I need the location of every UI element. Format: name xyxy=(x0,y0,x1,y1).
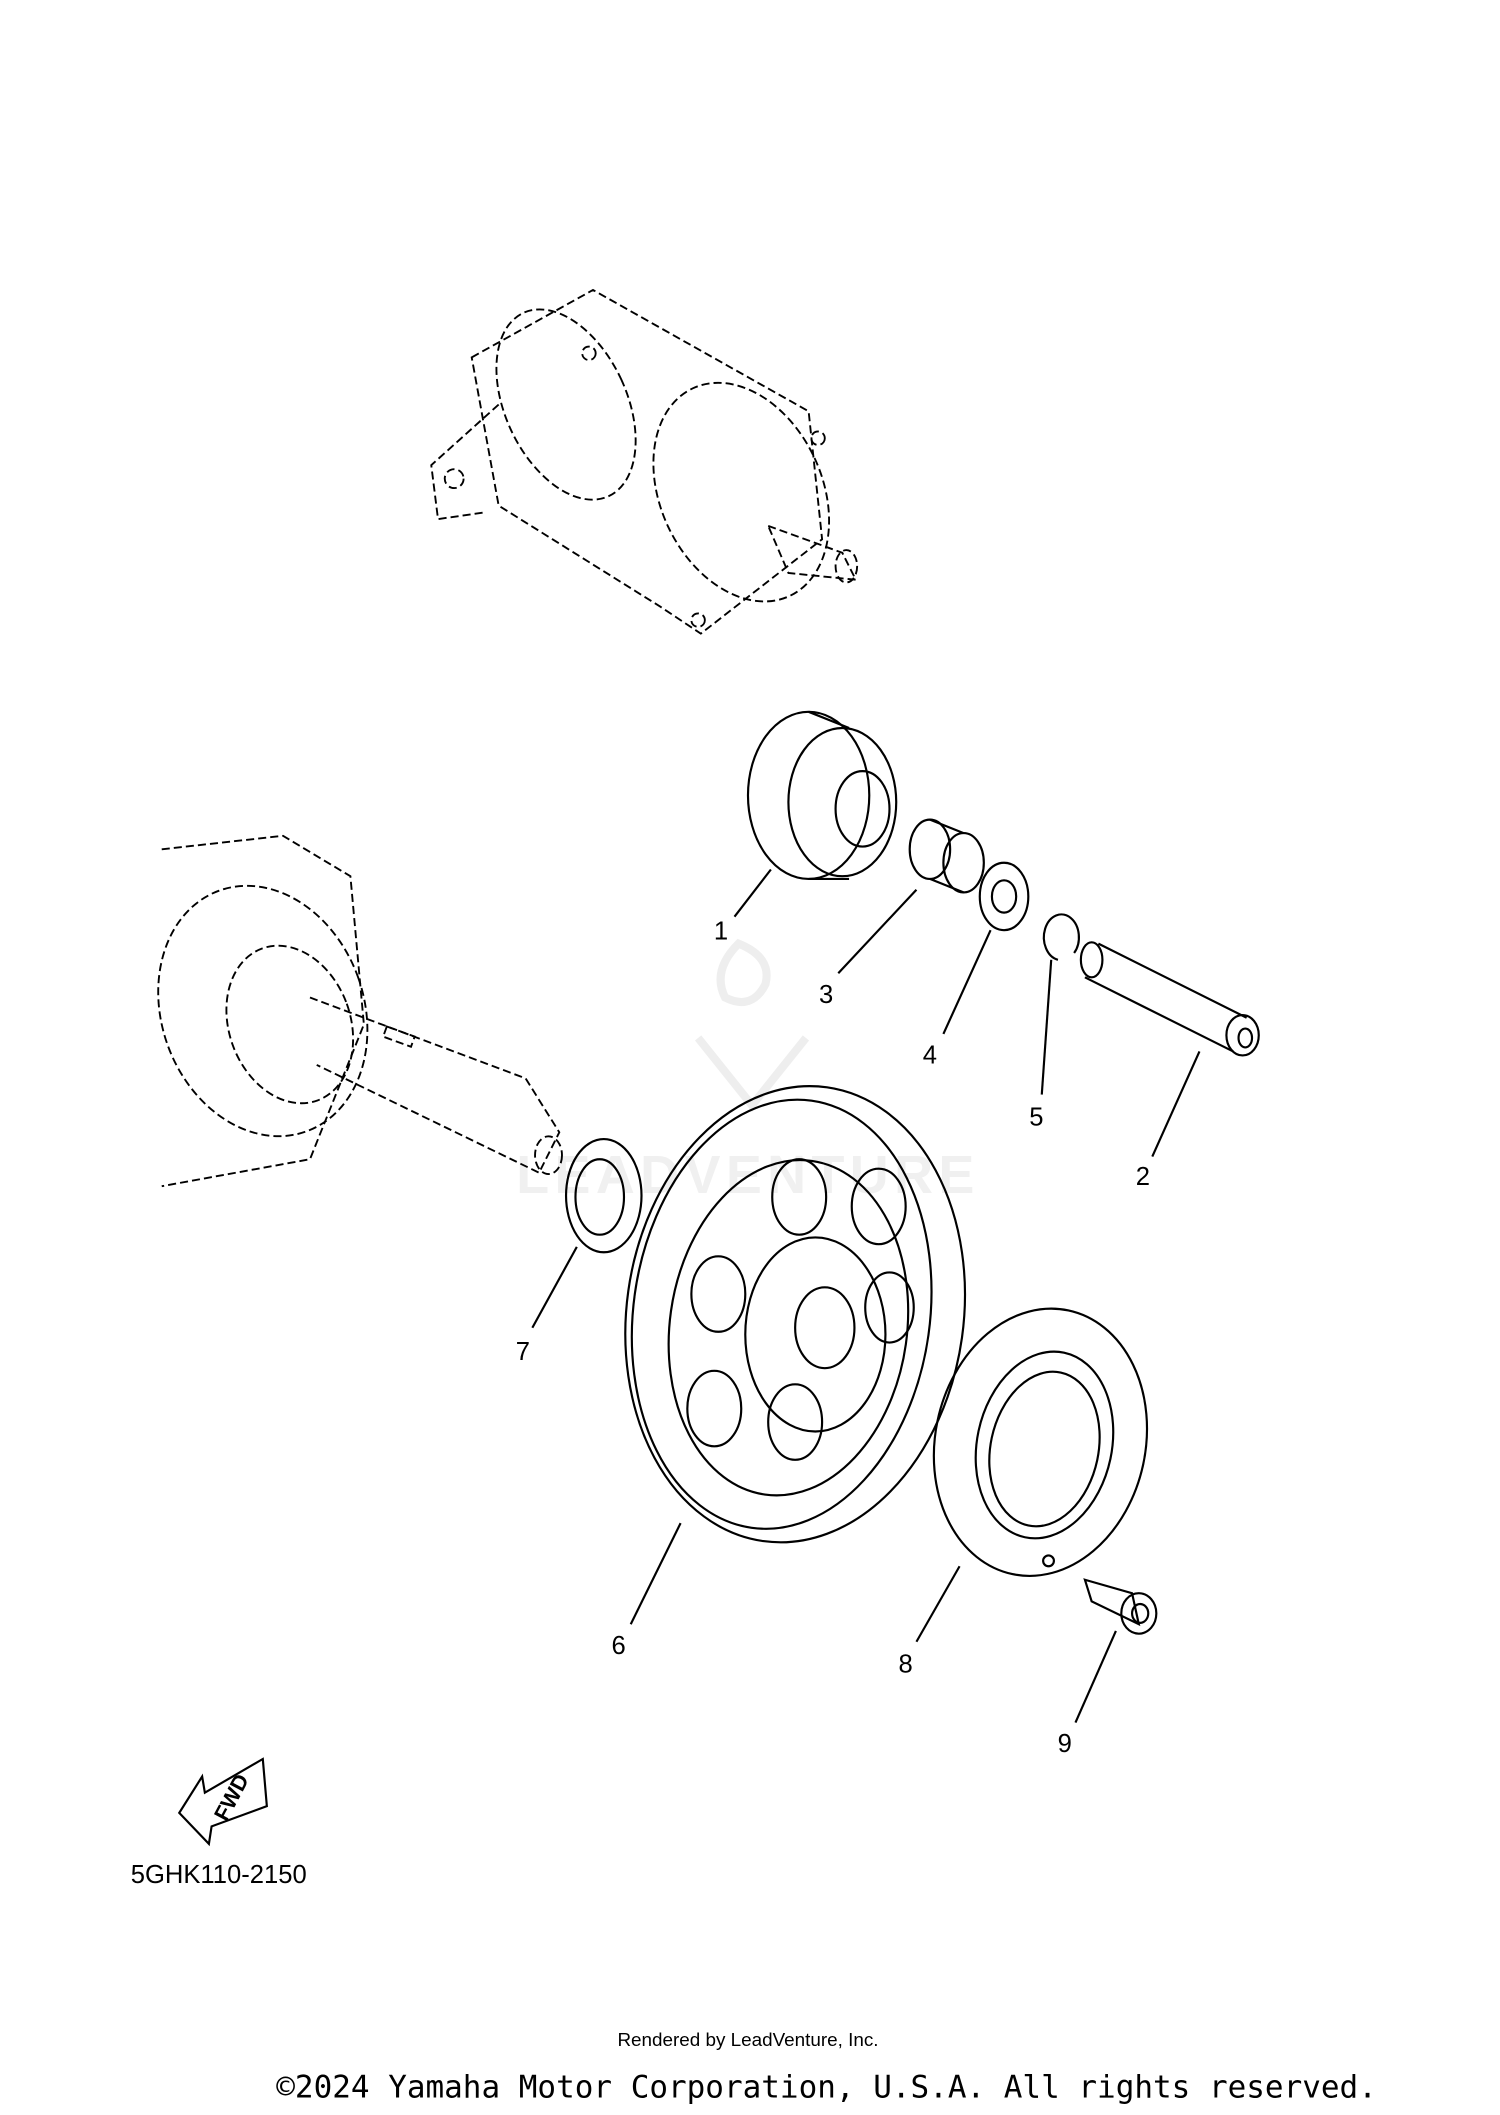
crankshaft xyxy=(157,834,563,1188)
part-2-shaft xyxy=(1079,941,1260,1057)
starter-motor xyxy=(430,288,859,635)
callout-8: 8 xyxy=(899,1651,913,1679)
callout-2: 2 xyxy=(1136,1163,1150,1191)
callout-1: 1 xyxy=(714,918,728,946)
rendered-by: Rendered by LeadVenture, Inc. xyxy=(617,2029,878,2050)
part-6-starter-wheel-gear xyxy=(624,1085,967,1544)
fwd-arrow-icon: FWD xyxy=(177,1757,268,1847)
part-5-circlip xyxy=(1042,913,1080,961)
part-4-washer xyxy=(978,861,1030,932)
callout-7: 7 xyxy=(516,1338,530,1366)
callout-3: 3 xyxy=(819,981,833,1009)
watermark-logo: LEADVENTURE xyxy=(516,938,980,1205)
part-3-bearing xyxy=(908,818,985,894)
part-8-one-way-clutch xyxy=(932,1307,1149,1577)
callout-5: 5 xyxy=(1029,1104,1043,1132)
svg-text:LEADVENTURE: LEADVENTURE xyxy=(516,1145,980,1205)
callout-4: 4 xyxy=(923,1042,937,1070)
leader-lines xyxy=(531,868,1201,1724)
part-code: 5GHK110-2150 xyxy=(131,1861,307,1889)
part-9-bolt xyxy=(1083,1578,1158,1635)
fwd-label: FWD xyxy=(209,1770,254,1825)
part-1-idle-gear xyxy=(746,710,898,881)
callout-9: 9 xyxy=(1058,1730,1072,1758)
copyright: ©2024 Yamaha Motor Corporation, U.S.A. A… xyxy=(276,2069,1377,2105)
callout-6: 6 xyxy=(611,1632,625,1660)
part-7-washer xyxy=(564,1137,643,1254)
